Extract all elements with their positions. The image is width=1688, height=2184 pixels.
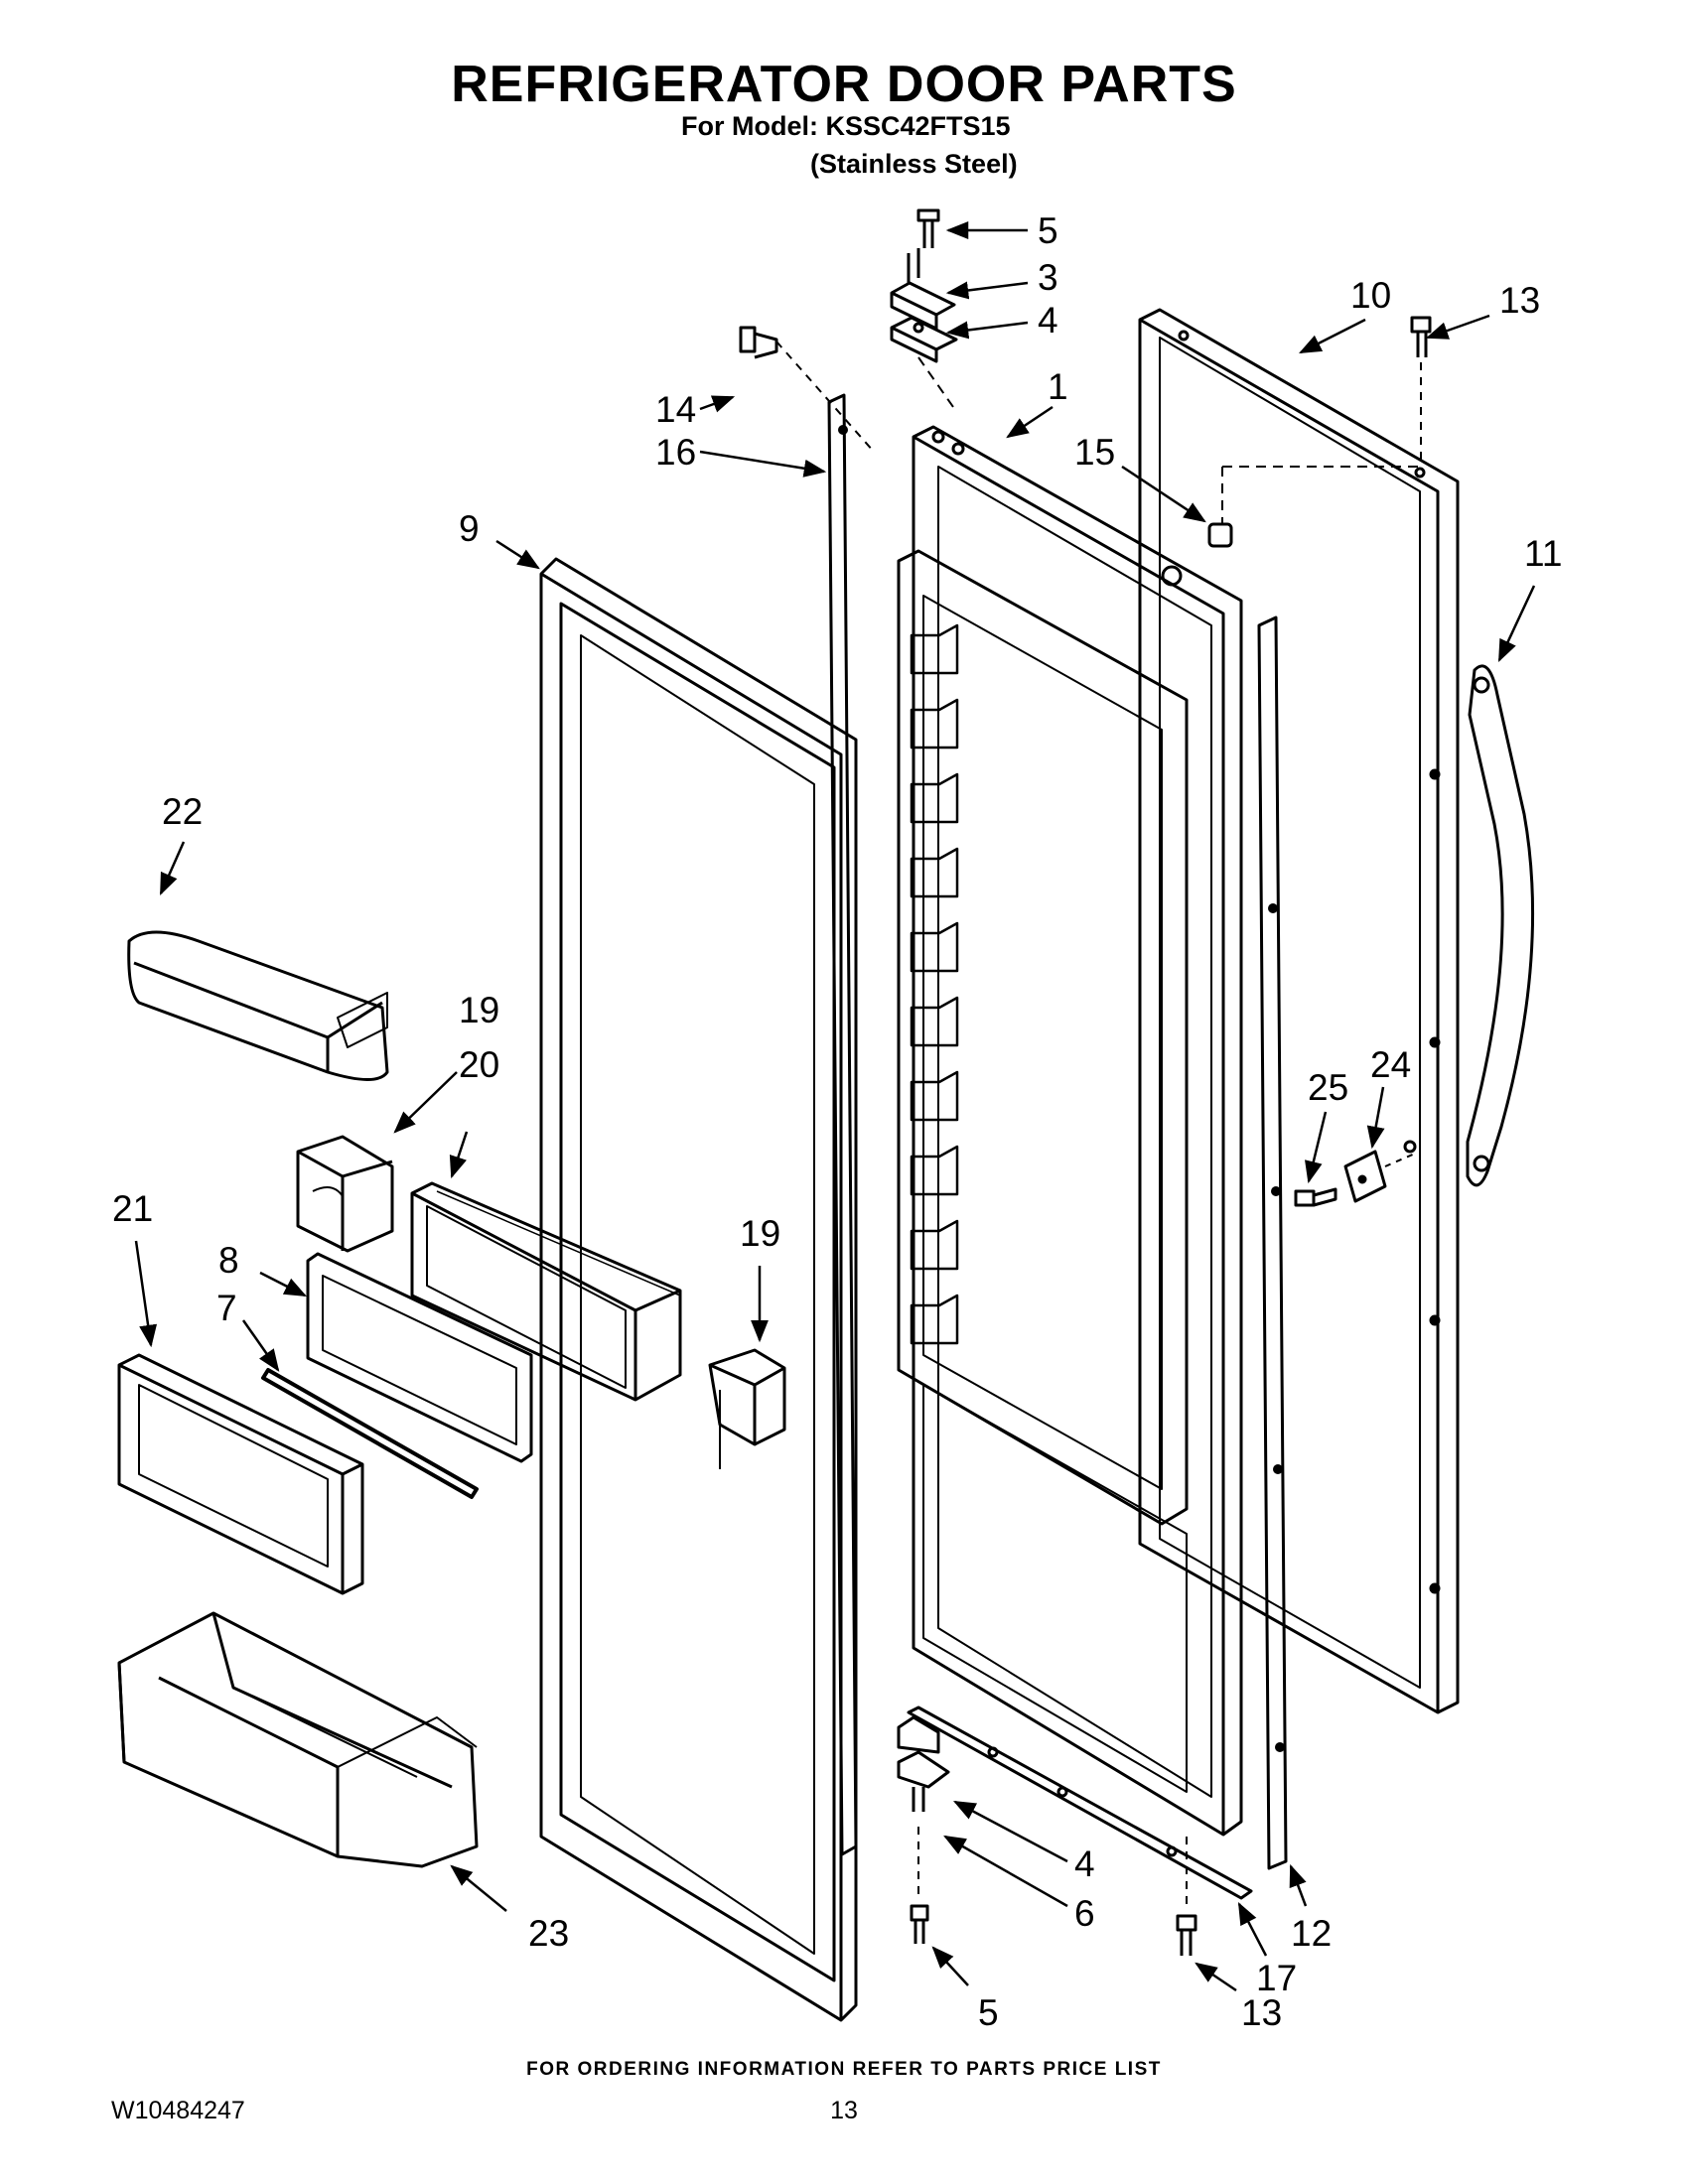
page-number: 13: [830, 2097, 858, 2124]
door-liner-assembly-part: [897, 425, 1243, 1837]
callout-6: 6: [1074, 1893, 1095, 1934]
door-handle-part: [1466, 664, 1535, 1187]
lower-door-bin-part: [117, 1611, 479, 1868]
bin-clip-right-part: [708, 1348, 786, 1469]
callout-17: 17: [1256, 1958, 1297, 1998]
callout-14: 14: [655, 389, 696, 430]
callout-8: 8: [218, 1240, 239, 1281]
callout-9: 9: [459, 508, 480, 549]
right-trim-strip-part: [1257, 615, 1288, 1870]
front-trim-panel-part: [117, 1353, 364, 1595]
callout-16: 16: [655, 432, 696, 473]
callout-3: 3: [1038, 257, 1058, 298]
callout-19-right: 19: [740, 1213, 780, 1254]
document-number: W10484247: [111, 2097, 245, 2124]
left-trim-strip-part: [827, 393, 858, 1856]
callout-5-bottom: 5: [978, 1992, 999, 2033]
model-finish: (Stainless Steel): [810, 149, 1018, 179]
callout-5-top: 5: [1038, 210, 1058, 251]
callout-10: 10: [1350, 275, 1391, 316]
dispenser-housing-part: [410, 1181, 682, 1402]
callout-numbers: 5 3 4 10 13 14 16 1 15 9 11 22 19 20 25 …: [112, 210, 1562, 2033]
callout-19-left: 19: [459, 990, 499, 1030]
page-title: REFRIGERATOR DOOR PARTS: [451, 56, 1237, 113]
callout-4-top: 4: [1038, 300, 1058, 341]
door-gasket-part: [539, 557, 858, 2022]
ordering-note: FOR ORDERING INFORMATION REFER TO PARTS …: [526, 2059, 1162, 2080]
callout-11: 11: [1524, 533, 1562, 574]
callout-24: 24: [1370, 1044, 1411, 1085]
callout-4-bottom: 4: [1074, 1843, 1095, 1884]
top-hinge-parts: [890, 208, 958, 408]
callout-23: 23: [528, 1913, 569, 1954]
callout-13-bottom: 13: [1241, 1992, 1282, 2033]
callout-20: 20: [459, 1044, 499, 1085]
callout-1: 1: [1048, 366, 1068, 407]
bottom-screw-part: [1176, 1837, 1197, 1956]
upper-door-bin-part: [127, 930, 389, 1081]
dispenser-frame-gasket-part: [306, 1252, 533, 1463]
bin-clip-left-part: [296, 1135, 394, 1253]
callout-13-top: 13: [1499, 280, 1540, 321]
bin-support-ribs: [910, 623, 959, 1345]
seal-strip-part: [261, 1368, 479, 1499]
callout-25: 25: [1308, 1067, 1348, 1108]
handle-mount-hardware: [1294, 1150, 1416, 1207]
callout-22: 22: [162, 791, 203, 832]
callout-15: 15: [1074, 432, 1115, 473]
model-number: For Model: KSSC42FTS15: [681, 111, 1011, 141]
callout-7: 7: [216, 1288, 237, 1328]
callout-12: 12: [1291, 1913, 1332, 1954]
outer-door-panel-part: [1138, 308, 1460, 1714]
leader-arrows: [134, 221, 1536, 1992]
callout-21: 21: [112, 1188, 153, 1229]
bottom-hinge-plate-part: [897, 1706, 1253, 1944]
